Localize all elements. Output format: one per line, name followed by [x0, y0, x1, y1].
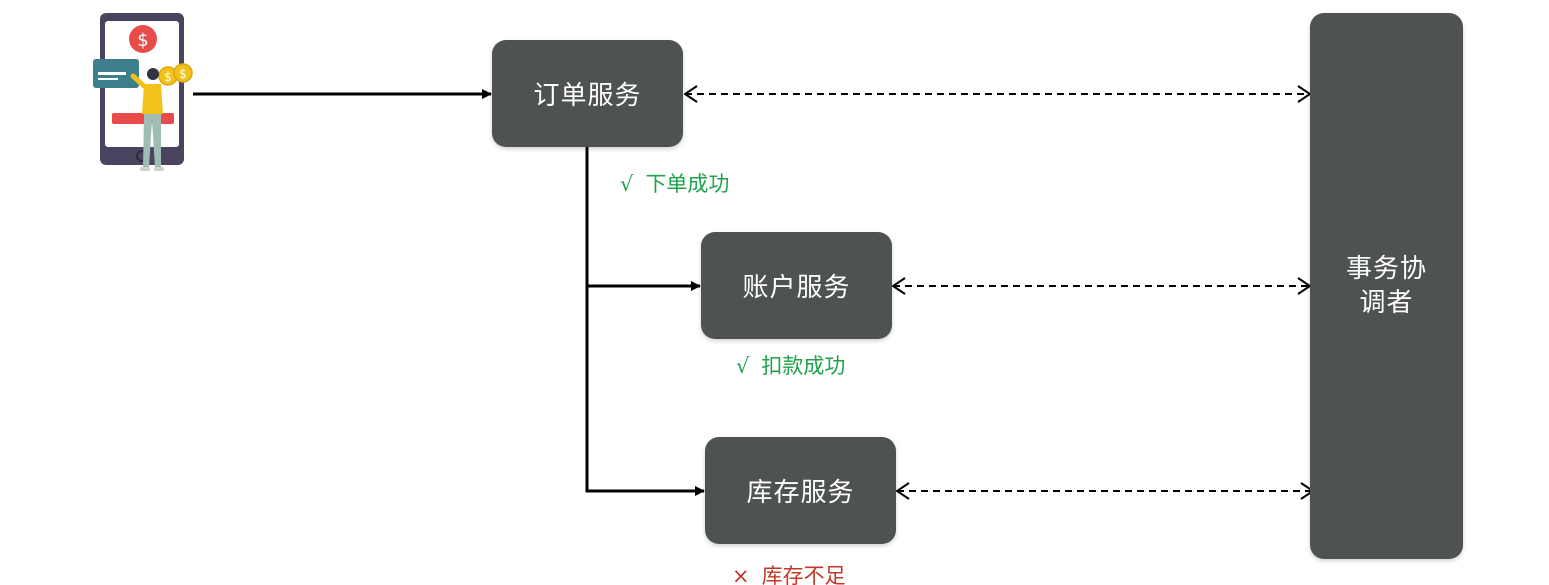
cross-icon: ×: [732, 564, 750, 585]
inventory-service-box: 库存服务: [705, 437, 896, 544]
svg-text:$: $: [179, 67, 187, 81]
phone-payment-icon: $ $ $: [88, 10, 198, 178]
inventory-status: × 库存不足: [732, 560, 846, 585]
transaction-coordinator-label: 事务协 调者: [1345, 254, 1427, 318]
inventory-status-text: 库存不足: [761, 564, 846, 585]
account-service-box: 账户服务: [701, 232, 892, 339]
inventory-service-label: 库存服务: [746, 478, 855, 508]
check-icon: √: [736, 354, 750, 378]
order-status-text: 下单成功: [645, 172, 730, 196]
account-status-text: 扣款成功: [761, 354, 846, 378]
transaction-coordinator-box: 事务协 调者: [1310, 13, 1463, 559]
svg-text:$: $: [137, 30, 148, 51]
account-service-label: 账户服务: [742, 273, 851, 303]
svg-text:$: $: [164, 70, 172, 84]
order-service-label: 订单服务: [533, 81, 642, 111]
check-icon: √: [620, 172, 634, 196]
account-status: √ 扣款成功: [736, 350, 845, 380]
order-status: √ 下单成功: [620, 168, 729, 198]
order-service-box: 订单服务: [492, 40, 683, 147]
